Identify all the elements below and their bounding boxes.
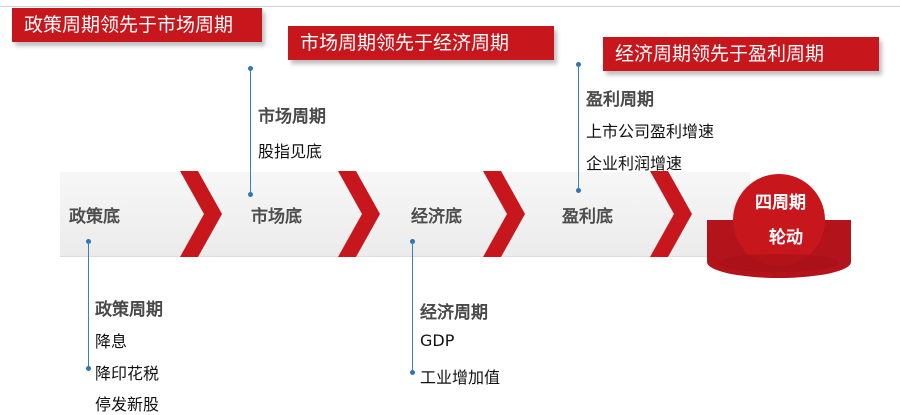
- connector-line-profit: [578, 64, 579, 190]
- cycle-item-profit: 企业利润增速: [586, 154, 683, 173]
- cycle-item-market: 股指见底: [258, 142, 323, 161]
- cycle-item-policy: 降息: [95, 332, 128, 351]
- connector-line-economy: [412, 241, 413, 372]
- banner-economy-leads-profit: 经济周期领先于盈利周期: [603, 37, 879, 71]
- cycle-item-economy: GDP: [420, 331, 455, 350]
- cycle-item-economy: 工业增加值: [420, 368, 501, 387]
- timeline-band: [60, 172, 750, 257]
- connector-dot: [86, 366, 91, 371]
- stage-profit-bottom: 盈利底: [562, 207, 613, 227]
- banner-market-leads-economy: 市场周期领先于经济周期: [288, 26, 554, 60]
- cycle-title-market: 市场周期: [258, 107, 326, 127]
- end-node-line1: 四周期: [755, 193, 806, 213]
- banner-policy-leads-market: 政策周期领先于市场周期: [12, 8, 262, 42]
- stage-policy-bottom: 政策底: [69, 207, 120, 227]
- connector-line-market: [250, 68, 251, 194]
- cycle-item-profit: 上市公司盈利增速: [586, 122, 715, 141]
- stage-market-bottom: 市场底: [251, 207, 302, 227]
- cycle-item-policy: 降印花税: [95, 364, 160, 383]
- connector-line-policy: [88, 241, 89, 368]
- chevron-arrow-icon: [483, 171, 525, 257]
- cycle-title-policy: 政策周期: [95, 300, 163, 320]
- four-cycle-rotation-node: [707, 174, 851, 278]
- end-node-line2: 轮动: [769, 228, 803, 248]
- chevron-arrow-icon: [650, 171, 692, 257]
- top-divider: [0, 6, 900, 7]
- cycle-item-policy: 停发新股: [95, 395, 160, 414]
- connector-dot: [248, 192, 253, 197]
- connector-dot: [576, 188, 581, 193]
- cycle-title-profit: 盈利周期: [586, 90, 654, 110]
- connector-dot: [410, 370, 415, 375]
- chevron-arrow-icon: [180, 171, 222, 257]
- cycle-title-economy: 经济周期: [420, 303, 488, 323]
- stage-economy-bottom: 经济底: [411, 207, 462, 227]
- chevron-arrow-icon: [338, 171, 380, 257]
